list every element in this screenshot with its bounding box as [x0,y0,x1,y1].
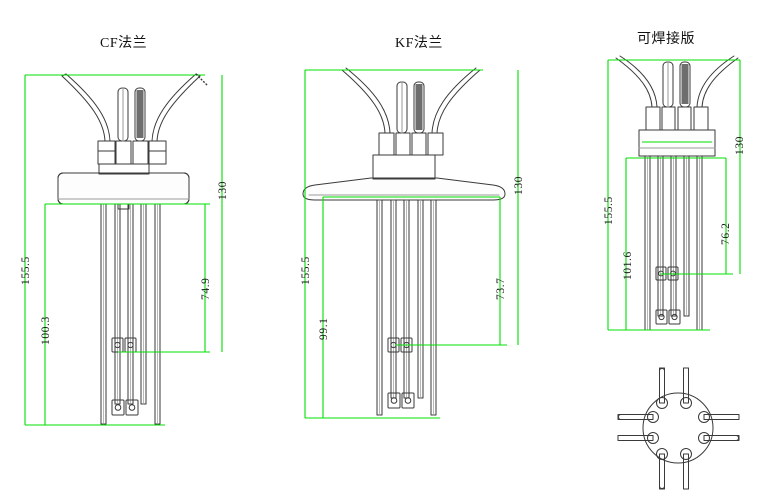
view-kf-flange: KF法兰 [285,0,555,498]
pin-circle-top-view [617,367,740,490]
cf-dim-inner-left: 100.3 [40,316,52,345]
kf-wire-right [431,67,481,134]
kf-probe-rods [376,199,437,416]
weld-dim-overall-left: 155.5 [603,196,615,225]
kf-dim-inner-right: 73.7 [495,277,507,300]
view-title-weldable-plate: 可焊接版 [637,32,695,47]
view-weldable-plate: 可焊接版 [590,0,766,498]
kf-connector-stack [378,132,444,156]
weldable-plate-geometry [607,55,741,490]
weld-wire-left [615,55,658,108]
weld-wire-right [696,55,739,108]
cf-eyelets [111,337,139,416]
weld-connector-stack [645,106,709,131]
weld-upright-tubes [662,61,691,108]
cf-dim-overall-left: 155.5 [20,256,32,285]
pin-circle-outline [642,392,714,464]
pin-group [617,367,740,490]
weld-dim-inner-right: 76.2 [720,222,732,245]
cf-dim-inner-right: 74.9 [200,277,212,300]
cf-flange-nub [117,203,130,210]
kf-pedestal [372,154,436,180]
view-title-kf-flange: KF法兰 [395,36,443,51]
weld-dimension-lines [607,59,741,331]
view-cf-flange: CF法兰 [0,0,255,498]
kf-dim-overall-left: 155.5 [300,256,312,285]
cf-upright-tubes [117,87,146,142]
cf-dim-overall-right: 130 [217,180,229,200]
weld-probe-rods [644,155,703,331]
weld-dim-overall-right: 130 [734,135,746,155]
kf-dim-inner-left: 99.1 [318,317,330,340]
cf-dimension-lines [24,74,223,426]
cf-dim-arrow-leaders [195,73,209,87]
cf-connector-stack [97,140,167,165]
kf-upright-tubes [396,81,425,134]
kf-dimension-lines [304,69,519,419]
kf-dim-overall-right: 130 [513,175,525,195]
weld-plate-body [638,129,716,157]
cf-probe-rods [100,203,161,425]
cf-wire-left [61,73,111,142]
view-title-cf-flange: CF法兰 [100,36,148,51]
cf-wire-right [151,73,201,142]
kf-wire-left [341,67,391,134]
weld-dim-inner-left: 101.6 [622,251,634,280]
cf-flange-geometry [24,73,223,426]
kf-flange-geometry [302,67,519,419]
